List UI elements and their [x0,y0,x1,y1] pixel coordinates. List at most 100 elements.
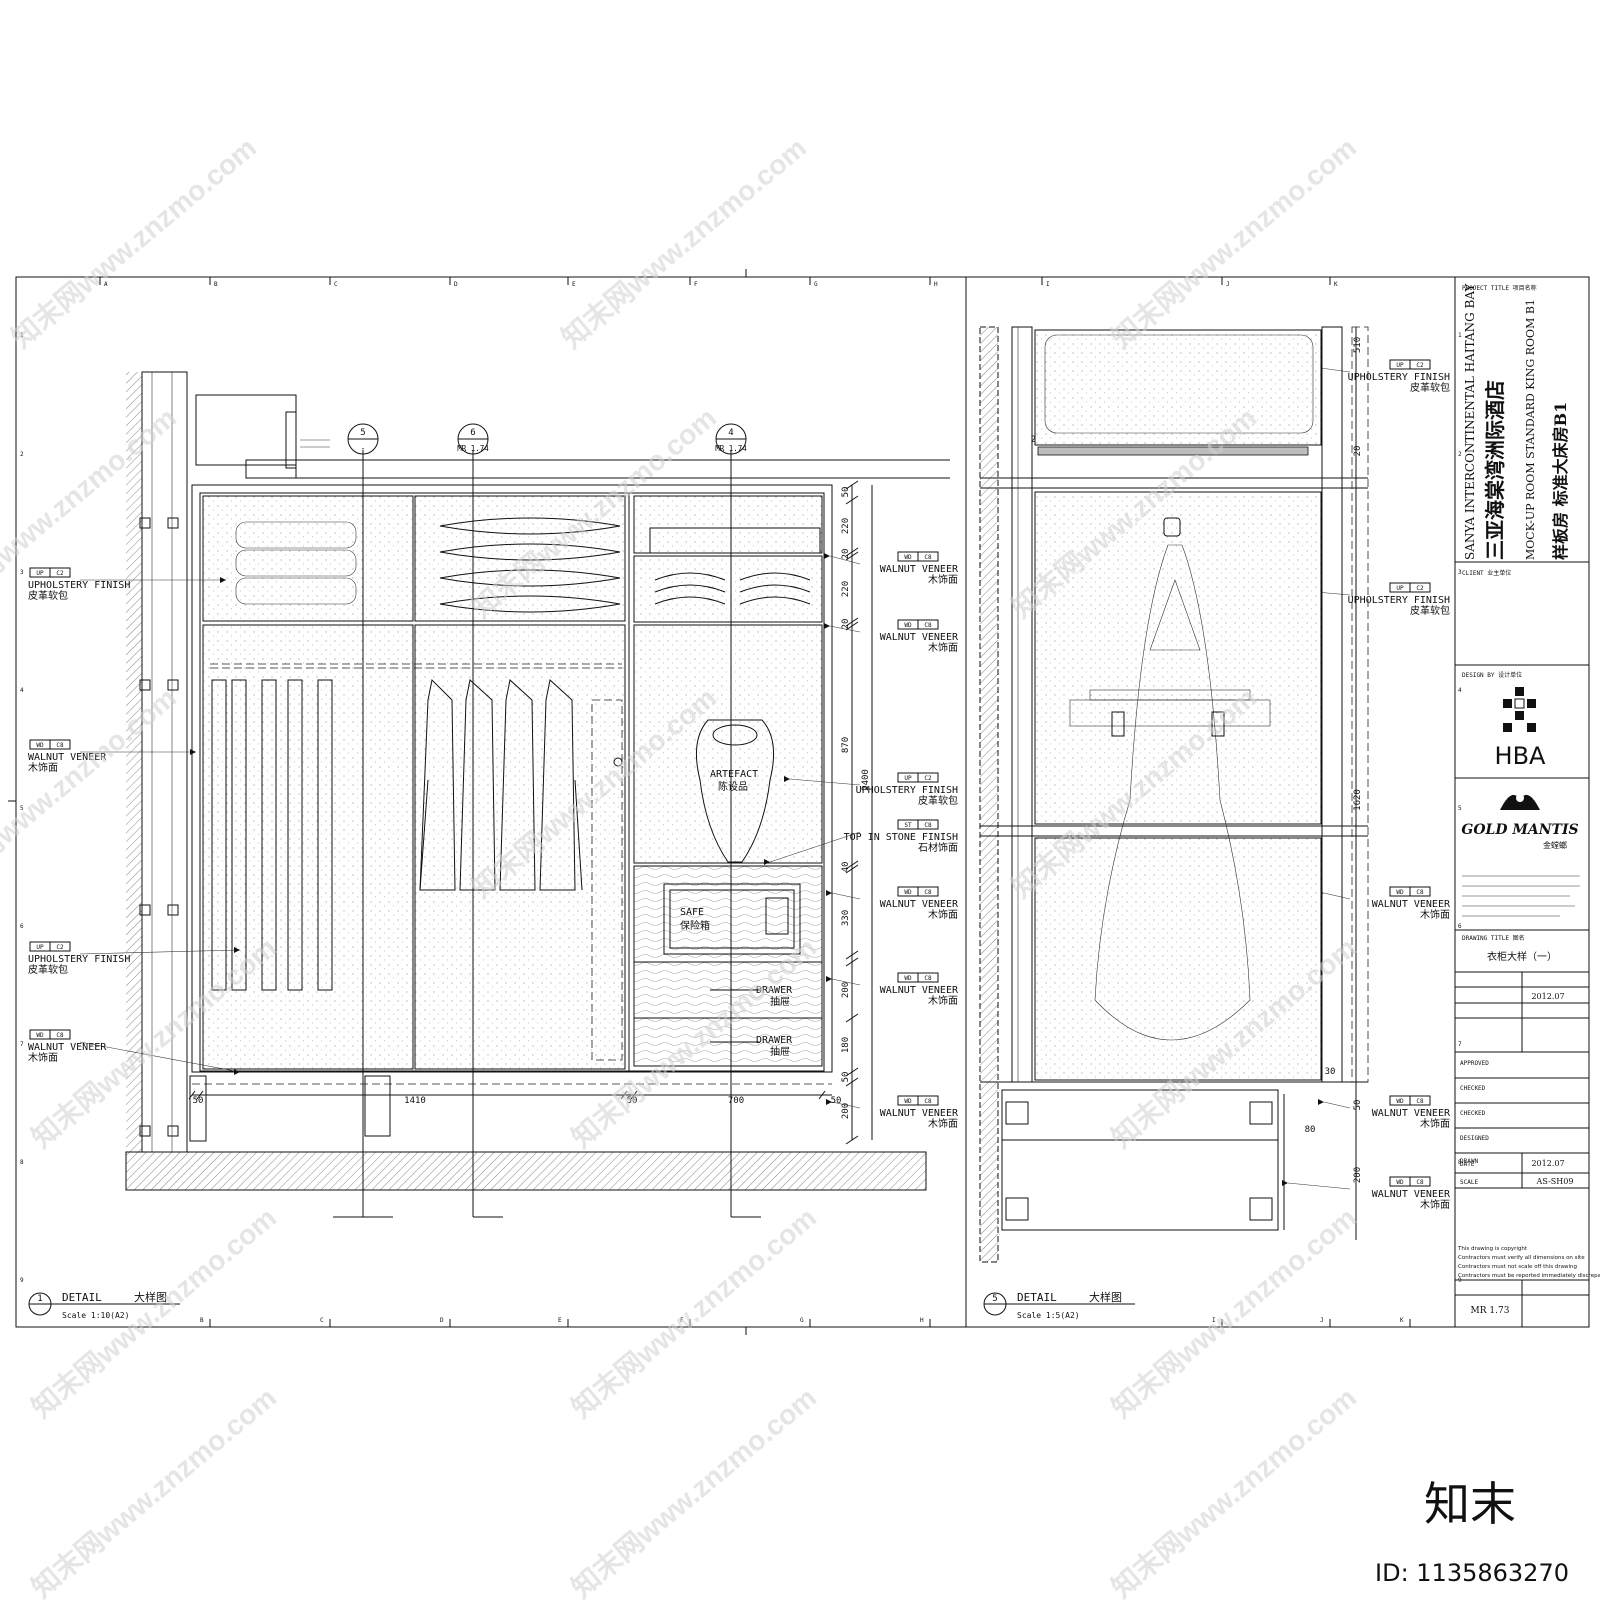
dim-vertical: 50 [841,487,851,498]
grid-letter-top: G [814,281,818,288]
finish-tag: UP [1396,585,1404,592]
dim-vertical: 220 [841,518,851,534]
section-callout-4[interactable]: 4 MR 1.74 [715,423,747,455]
drawing-title: 衣柜大样（一） [1487,950,1557,963]
tb-row-label: DATE [1460,1161,1475,1168]
grid-number-left: 5 [20,805,24,812]
dim-vertical: 20 [841,619,851,630]
tb-row-label: SCALE [1460,1179,1478,1186]
detail-1-label-cn: 大样图 [134,1290,167,1304]
grid-letter-top: C [334,281,338,288]
sheet-date: 2012.07 [1531,1159,1564,1168]
grid-number-left: 3 [20,569,24,576]
callout-ref: MR 1.74 [457,444,489,453]
tb-row-label: CHECKED [1460,1085,1486,1092]
grid-number-left: 4 [20,687,24,694]
dim-vertical: 20 [841,549,851,560]
note-cn: 木饰面 [28,761,58,774]
note-cn: 木饰面 [1420,1198,1450,1211]
note-en: WALNUT VENEER [28,752,107,763]
note-cn: 石材饰面 [918,841,958,854]
artefact-label-cn: 陈设品 [718,780,748,793]
note-cn: 木饰面 [1420,908,1450,921]
note-cn: 木饰面 [928,908,958,921]
drawer-label-2-cn: 抽屉 [770,1045,790,1058]
hba-wordmark: HBA [1495,742,1547,770]
client-label: CLIENT 业主单位 [1462,569,1511,577]
dim-vertical: 220 [841,581,851,597]
detail-5-section [979,326,1369,1263]
finish-tag: WD [904,1098,912,1105]
tb-row-label: DESIGNED [1460,1135,1489,1142]
dim-horizontal: 50 [831,1096,842,1106]
note-cn: 木饰面 [1420,1117,1450,1130]
note-cn: 木饰面 [928,994,958,1007]
note-en: UPHOLSTERY FINISH [1348,372,1450,383]
watermark-text: 知末网www.znzmo.com [555,131,812,354]
detail-5-scale: Scale 1:5(A2) [1017,1311,1080,1320]
note-en: TOP IN STONE FINISH [844,832,958,843]
note-en: UPHOLSTERY FINISH [28,954,130,965]
finish-code: C8 [924,622,932,629]
detail-5-label-cn: 大样图 [1089,1290,1122,1304]
gold-mantis-cn: 金螳螂 [1543,840,1567,850]
project-en: SANYA INTERCONTINENTAL HAITANG BAY [1463,283,1477,561]
grid-letter-bottom: H [920,1317,924,1324]
grid-letter-top: K [1334,281,1338,288]
tb-note: Contractors must not scale off this draw… [1458,1264,1577,1270]
note-cn: 皮革软包 [1410,381,1450,394]
note-cn: 木饰面 [928,573,958,586]
finish-tag: UP [1396,362,1404,369]
finish-tag: WD [904,554,912,561]
finish-code: C2 [56,944,64,951]
dim-horizontal: 1410 [404,1096,426,1106]
finish-tag: WD [36,1032,44,1039]
finish-code: C8 [56,1032,64,1039]
finish-tag: WD [1396,1098,1404,1105]
grid-number-right: 1 [1458,332,1462,339]
grid-number-right: 8 [1458,1159,1462,1166]
note-cn: 木饰面 [928,1117,958,1130]
grid-number-left: 2 [20,451,24,458]
watermark-text: 知末网www.znzmo.com [1105,1381,1362,1600]
grid-letter-bottom: K [1400,1317,1404,1324]
grid-letter-bottom: B [200,1317,204,1324]
grid-number-right: 7 [1458,1041,1462,1048]
watermark-logo: 知末 [1424,1477,1516,1531]
note-cn: 皮革软包 [918,794,958,807]
gold-mantis-logo-icon [1500,794,1540,810]
note-en: WALNUT VENEER [1372,1108,1451,1119]
finish-tag: UP [904,775,912,782]
section-callout-5[interactable]: 5 - [347,423,379,455]
note-en: UPHOLSTERY FINISH [1348,595,1450,606]
note-cn: 皮革软包 [1410,604,1450,617]
note-en: WALNUT VENEER [28,1042,107,1053]
finish-tag: UP [36,570,44,577]
section-callout-6[interactable]: 6 MR 1.74 [457,423,489,455]
finish-code: C8 [924,889,932,896]
dim-horizontal: 50 [627,1096,638,1106]
grid-letter-top: J [1226,281,1230,288]
issue-date: 2012.07 [1531,992,1564,1001]
room-en: MOCK-UP ROOM STANDARD KING ROOM B1 [1524,299,1537,560]
detail-1-elevation [125,371,950,1218]
detail-5-number: 5 [992,1294,997,1304]
